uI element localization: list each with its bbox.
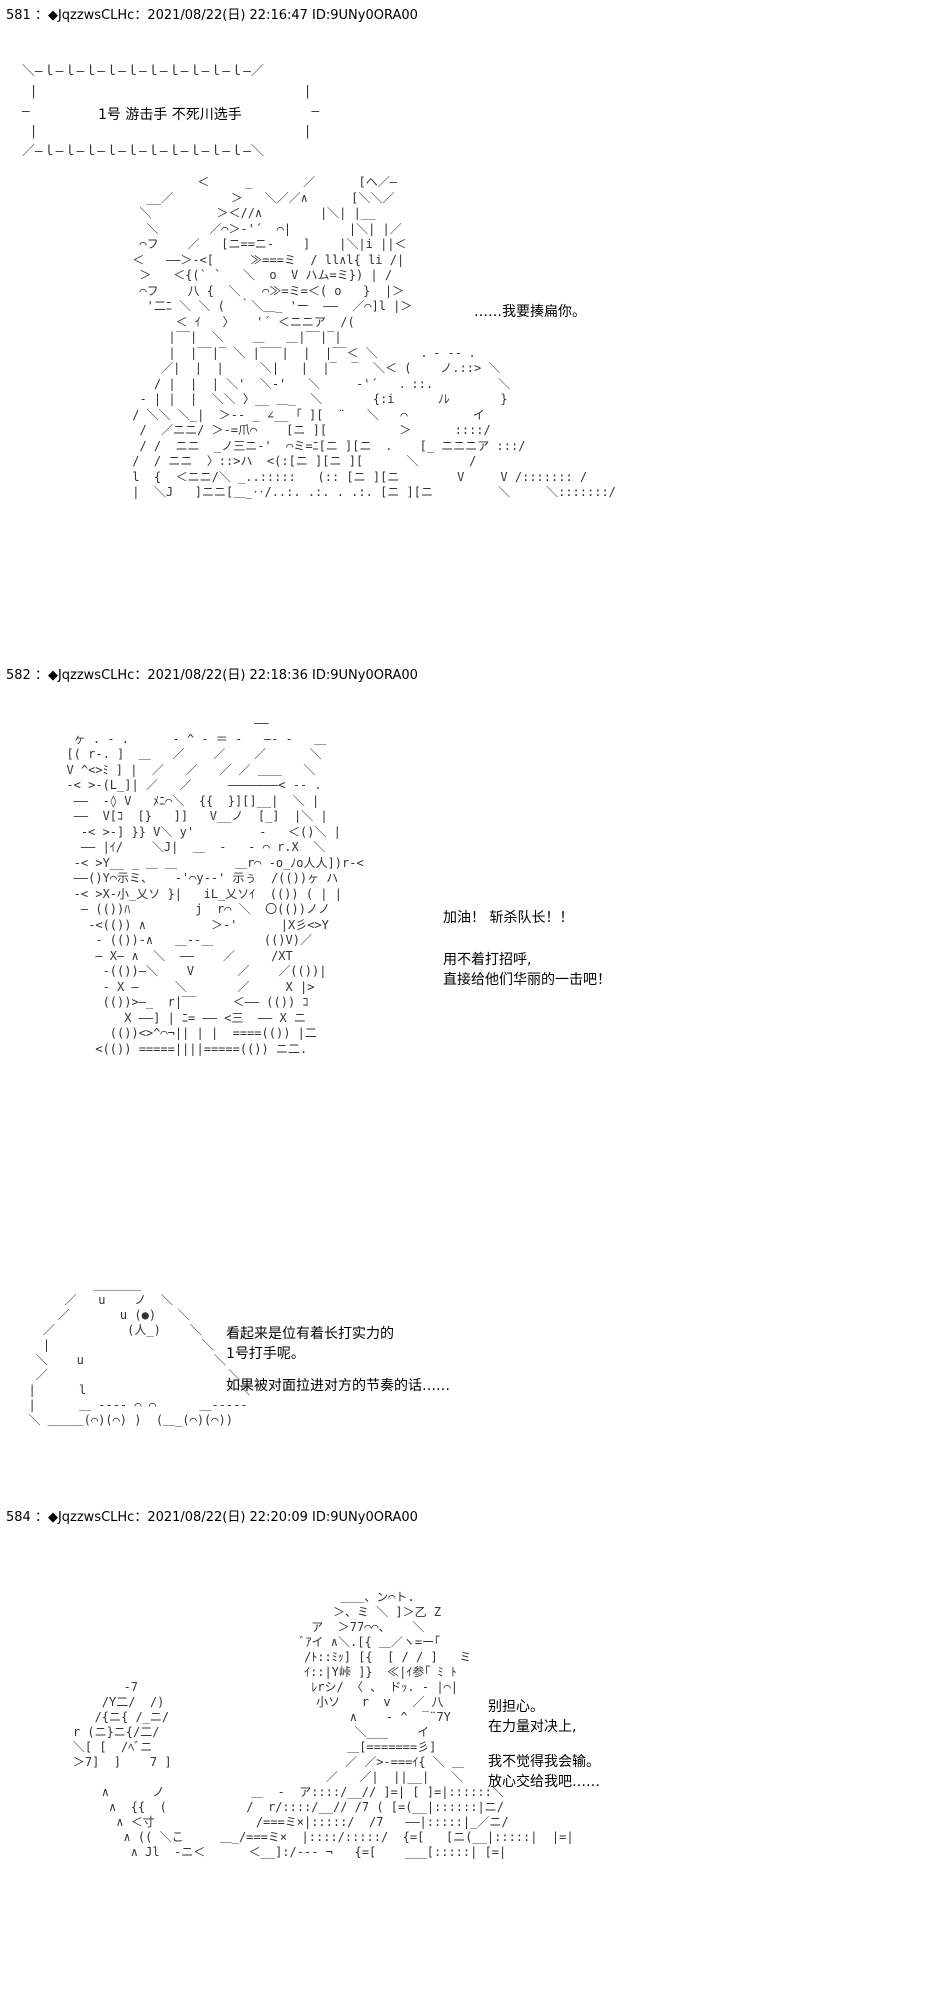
speech-line: 用不着打招呼, xyxy=(443,952,532,968)
speech-line: 直接给他们华丽的一击吧！ xyxy=(443,972,611,988)
ascii-art-duo: ＿＿、ン⌒ト. ＞、ミ ＼ ]＞乙 Z ア ＞77⌒⌒、 ＼ ﾞｱイ ∧＼.[{… xyxy=(72,1590,574,1859)
speech-584-b: 我不觉得我会输。 放心交给我吧…… xyxy=(488,1752,600,1792)
title-frame-art: ＼—ｌ—ｌ—ｌ—ｌ—ｌ—ｌ—ｌ—ｌ—ｌ—ｌ—／ | | — — | | ／—ｌ—… xyxy=(21,64,320,159)
speech-582-top: 加油！ 斩杀队长！！ xyxy=(443,908,573,928)
speech-581: ……我要揍扁你。 xyxy=(474,302,586,322)
speech-line: 看起来是位有着长打实力的 xyxy=(226,1326,394,1342)
speech-line: 放心交给我吧…… xyxy=(488,1774,600,1790)
speech-582-bottom-a: 看起来是位有着长打实力的 1号打手呢。 xyxy=(226,1324,394,1364)
speech-584-a: 别担心。 在力量对决上, xyxy=(488,1697,576,1737)
post-header-581: 581 ：◆JqzzwsCLHc：2021/08/22(日) 22:16:47 … xyxy=(6,8,418,23)
speech-line: 在力量对决上, xyxy=(488,1719,577,1735)
speech-line: 如果被对面拉进对方的节奏的话…… xyxy=(226,1378,450,1394)
speech-line: ……我要揍扁你。 xyxy=(474,304,586,320)
ascii-art-blob: ＿＿＿＿ ／ u ノ ＼ ／ u (●) ＼ ／ (人_) ＼ | ＼ ＼ u … xyxy=(28,1278,250,1427)
player-title-box: 1号 游击手 不死川选手 xyxy=(98,107,242,123)
speech-line: 我不觉得我会输。 xyxy=(488,1754,600,1770)
speech-line: 1号打手呢。 xyxy=(226,1346,305,1362)
ascii-art-batter: ＜ _ ／ [ヘ／— __／ ＞ ＼／／∧ [＼＼／ ＼ ＞＜//∧ |＼| |… xyxy=(132,175,616,499)
speech-582-bottom-b: 如果被对面拉进对方的节奏的话…… xyxy=(226,1376,450,1396)
post-header-584: 584 ：◆JqzzwsCLHc：2021/08/22(日) 22:20:09 … xyxy=(6,1510,418,1525)
speech-line: 加油！ 斩杀队长！！ xyxy=(443,910,574,926)
speech-line: 别担心。 xyxy=(488,1699,544,1715)
ascii-art-cheerleader: —— ヶ . ‐ . ‐ ^ ‐ ＝ ‐ —‐ ‐ ＿ [( r‐. ] ＿ ／… xyxy=(66,716,364,1056)
speech-582-mid: 用不着打招呼, 直接给他们华丽的一击吧！ xyxy=(443,950,611,990)
post-header-582: 582 ：◆JqzzwsCLHc：2021/08/22(日) 22:18:36 … xyxy=(6,668,418,683)
